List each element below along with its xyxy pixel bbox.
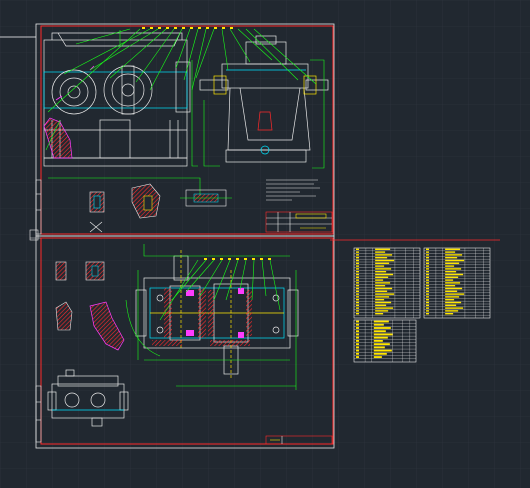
parts-tables[interactable] <box>353 247 491 363</box>
sheet-1-inner-frame <box>40 25 334 235</box>
balloon-labels-sheet-2 <box>204 258 271 260</box>
dimension-lines-sheet-2 <box>125 244 297 390</box>
title-block-sheet-1 <box>265 211 333 233</box>
section-details-sheet-2 <box>55 261 125 351</box>
gearbox-isometric-view <box>47 369 129 427</box>
sheet-1[interactable] <box>35 23 335 237</box>
balloon-labels-sheet-1 <box>142 27 233 29</box>
parts-list-1[interactable] <box>353 247 421 319</box>
sheet-2-outer-frame <box>35 235 335 449</box>
oil-gauge-detail <box>43 65 95 159</box>
title-block-sheet-2 <box>265 435 333 445</box>
sheet-1-binding-strip <box>35 179 42 235</box>
section-details-sheet-1 <box>89 183 232 233</box>
sheet-2[interactable] <box>35 235 335 449</box>
parts-list-2[interactable] <box>423 247 491 319</box>
technical-notes <box>266 179 320 201</box>
leader-lines-sheet-1 <box>45 28 317 151</box>
sheet-2-binding-strip <box>35 385 42 443</box>
plan-view-bearings <box>186 288 244 338</box>
leader-lines-sheet-2 <box>159 259 281 321</box>
parts-list-3[interactable] <box>353 319 417 363</box>
gearbox-side-view <box>199 35 329 163</box>
plan-view-hatching <box>152 288 252 346</box>
sheet-2-inner-frame <box>40 237 334 445</box>
